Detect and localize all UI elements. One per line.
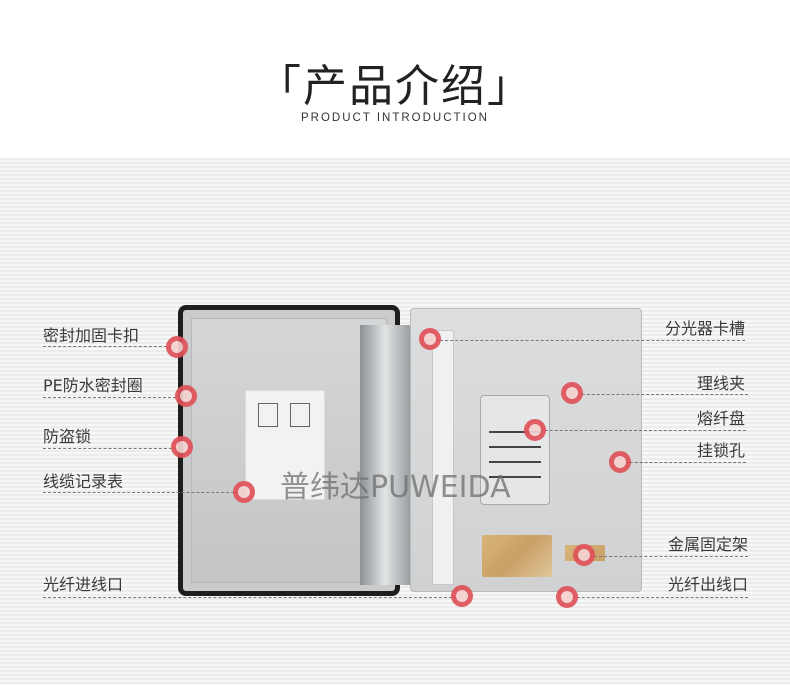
callout-line [43,597,462,598]
splice-tray [480,395,550,505]
callout-line [43,346,177,347]
header: 「产品介绍」 PRODUCT INTRODUCTION [0,0,790,158]
callout-line [43,448,182,449]
callout-label-seal-clip: 密封加固卡扣 [43,326,140,345]
callout-label-metal-bracket: 金属固定架 [667,535,748,554]
callout-line [430,340,745,341]
callout-line [43,492,244,493]
callout-label-splitter-slot: 分光器卡槽 [664,319,745,338]
callout-dot [573,544,595,566]
callout-dot [524,419,546,441]
callout-dot [609,451,631,473]
callout-label-record-sheet: 线缆记录表 [43,472,124,491]
callout-dot [175,385,197,407]
callout-line [535,430,746,431]
callout-label-fiber-inlet: 光纤进线口 [43,575,124,594]
callout-dot [233,481,255,503]
callout-line [584,556,748,557]
callout-label-lock: 防盗锁 [43,427,92,446]
callout-dot [451,585,473,607]
callout-line [567,597,748,598]
callout-line [572,394,748,395]
callout-label-splice-tray: 熔纤盘 [696,409,745,428]
callout-dot [166,336,188,358]
page-subtitle: PRODUCT INTRODUCTION [300,112,489,124]
callout-label-cable-clip: 理线夹 [696,374,745,393]
cable-record-sheet [245,390,325,500]
callout-dot [561,382,583,404]
callout-dot [556,586,578,608]
door-hinge [360,325,410,585]
callout-line [43,397,186,398]
callout-dot [171,436,193,458]
callout-label-seal-ring: PE防水密封圈 [43,376,143,395]
callout-line [620,462,746,463]
page-title: 「产品介绍」 [257,61,533,112]
callout-dot [419,328,441,350]
callout-label-fiber-outlet: 光纤出线口 [667,575,748,594]
watermark: 普纬达PUWEIDA [280,470,511,505]
callout-label-padlock-hole: 挂锁孔 [696,441,745,460]
splitter-slot-rail [432,330,454,585]
metal-bracket [482,535,552,577]
